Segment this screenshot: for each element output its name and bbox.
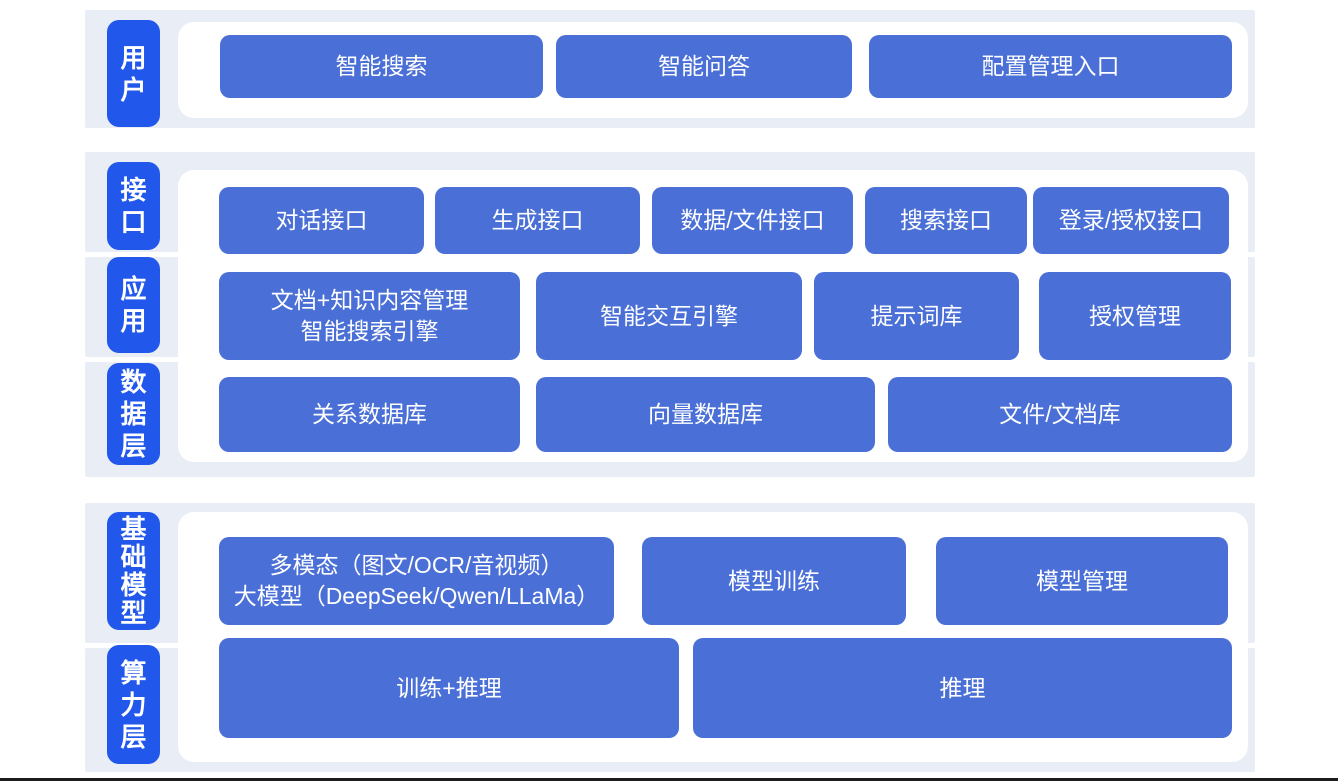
layer-label-foundation-model-text: 基础模型	[120, 514, 147, 628]
block-interactive-engine: 智能交互引擎	[536, 272, 802, 360]
layer-label-application: 应用	[107, 257, 160, 353]
layer-label-interface-text: 接口	[120, 175, 147, 237]
layer-label-compute: 算力层	[107, 645, 160, 764]
bottom-border-line	[0, 778, 1338, 781]
block-smart-search: 智能搜索	[220, 35, 543, 98]
block-training-inference: 训练+推理	[219, 638, 679, 738]
block-dialog-api: 对话接口	[219, 187, 424, 254]
block-model-training: 模型训练	[642, 537, 906, 625]
layer-label-interface: 接口	[107, 162, 160, 250]
block-model-management: 模型管理	[936, 537, 1228, 625]
block-relational-db: 关系数据库	[219, 377, 520, 452]
block-generation-api: 生成接口	[435, 187, 640, 254]
layer-label-data: 数据层	[107, 363, 160, 465]
block-multimodal-llm: 多模态（图文/OCR/音视频） 大模型（DeepSeek/Qwen/LLaMa）	[219, 537, 614, 625]
block-vector-db: 向量数据库	[536, 377, 875, 452]
block-multimodal-line1: 多模态（图文/OCR/音视频）	[269, 552, 564, 578]
block-multimodal-line2: 大模型（DeepSeek/Qwen/LLaMa）	[233, 583, 600, 609]
block-search-api: 搜索接口	[865, 187, 1027, 254]
layer-label-user: 用户	[107, 20, 160, 127]
block-data-file-api: 数据/文件接口	[652, 187, 853, 254]
block-login-auth-api: 登录/授权接口	[1033, 187, 1229, 254]
block-doc-knowledge-line1: 文档+知识内容管理	[270, 287, 469, 313]
block-config-management-entry: 配置管理入口	[869, 35, 1232, 98]
block-auth-management: 授权管理	[1039, 272, 1231, 360]
block-inference: 推理	[693, 638, 1232, 738]
layer-label-compute-text: 算力层	[120, 657, 147, 752]
block-doc-knowledge-line2: 智能搜索引擎	[300, 318, 439, 344]
layer-label-foundation-model: 基础模型	[107, 512, 160, 630]
block-smart-qa: 智能问答	[556, 35, 852, 98]
block-file-doc-store: 文件/文档库	[888, 377, 1232, 452]
block-prompt-library: 提示词库	[814, 272, 1019, 360]
block-doc-knowledge-search-engine: 文档+知识内容管理 智能搜索引擎	[219, 272, 520, 360]
layer-label-data-text: 数据层	[120, 367, 147, 461]
layer-label-application-text: 应用	[120, 274, 147, 336]
layer-label-user-text: 用户	[120, 42, 147, 105]
